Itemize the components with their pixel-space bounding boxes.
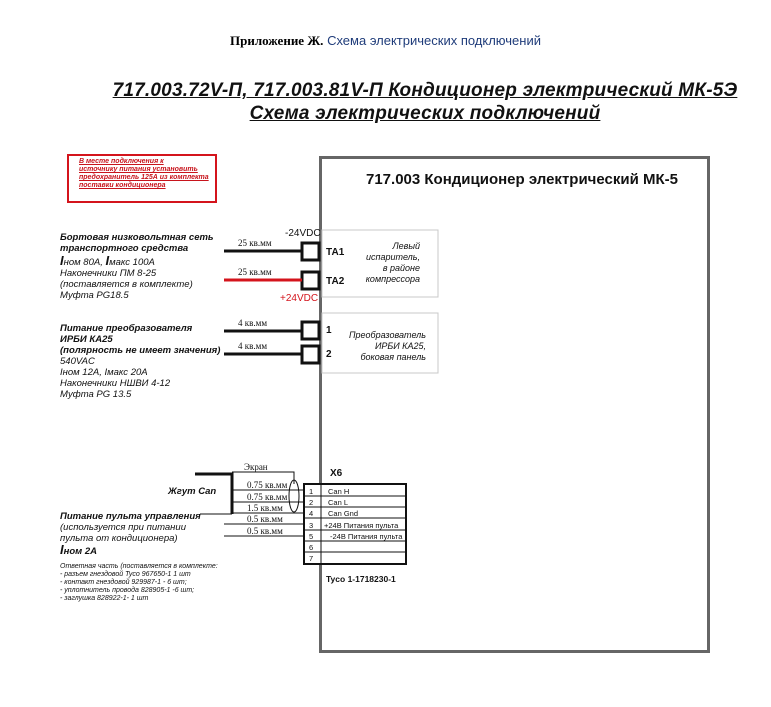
converter-group-box — [321, 312, 439, 374]
unit-frame — [319, 156, 710, 653]
evaporator-group-box — [321, 229, 439, 298]
x6-pin-number: 4 — [309, 509, 314, 518]
wire-ta1-gauge: 25 кв.мм — [238, 238, 272, 248]
converter-title-3: (полярность не имеет значения) — [60, 345, 221, 356]
converter-title-2: ИРБИ КА25 — [60, 334, 113, 345]
mating-parts-list: Ответная часть (поставляется в комплекте… — [60, 563, 218, 602]
converter-current: Iном 12А, Iмакс 20А — [60, 367, 148, 378]
neg-24vdc-label: -24VDC — [285, 228, 321, 239]
x6-pin-label: -24В Питания пульта — [330, 532, 403, 541]
x6-pin-label: Can L — [328, 498, 349, 507]
converter-lugs: Наконечники НШВИ 4-12 — [60, 378, 171, 389]
terminal-conv-2 — [300, 344, 321, 365]
x6-pin-label: Can Gnd — [328, 509, 359, 518]
screen-label: Экран — [244, 462, 268, 472]
x6-pin-number: 6 — [309, 543, 314, 552]
onboard-title-1: Бортовая низковольтная сеть — [60, 232, 214, 243]
appendix-title: Схема электрических подключений — [327, 33, 541, 48]
converter-title-1: Питание преобразователя — [60, 323, 193, 334]
can-harness-label: Жгут Can — [168, 486, 217, 497]
fuse-note-box — [67, 154, 217, 203]
wire-can-l-gauge: 0.75 кв.мм — [247, 492, 288, 502]
diagram-title-line2: Схема электрических подключений — [249, 103, 601, 124]
terminal-ta2 — [300, 270, 321, 291]
pin-conv1-label: 1 — [326, 325, 332, 336]
x6-pin-label: +24В Питания пульта — [324, 521, 399, 530]
x6-pin-number: 5 — [309, 532, 314, 541]
onboard-current: Iном 80А, Iмакс 100А — [60, 253, 155, 268]
x6-pin-number: 3 — [309, 521, 314, 530]
wire-can-h-gauge: 0.75 кв.мм — [247, 480, 288, 490]
converter-gland: Муфта PG 13.5 — [60, 389, 132, 400]
wire-can-gnd-gauge: 1.5 кв.мм — [247, 503, 283, 513]
x6-pin-number: 7 — [309, 554, 314, 563]
onboard-supplied: (поставляется в комплекте) — [60, 279, 193, 290]
connector-name: X6 — [330, 468, 343, 479]
wire-pos-panel-gauge: 0.5 кв.мм — [247, 514, 283, 524]
pos-24vdc-label: +24VDC — [280, 293, 319, 304]
onboard-title-2: транспортного средства — [60, 243, 189, 254]
wire-conv2-gauge: 4 кв.мм — [238, 341, 268, 351]
wire-conv1-gauge: 4 кв.мм — [238, 318, 268, 328]
unit-title: 717.003 Кондиционер электрический МК-5 — [366, 171, 678, 188]
terminal-ta1 — [300, 241, 321, 262]
diagram-title-line1: 717.003.72V-П, 717.003.81V-П Кондиционер… — [112, 80, 738, 101]
pin-ta1-label: ТА1 — [326, 247, 345, 258]
connector-part: Tyco 1-1718230-1 — [326, 574, 396, 584]
appendix-prefix: Приложение Ж. — [230, 33, 324, 48]
appendix-caption: Приложение Ж. Схема электрических подклю… — [0, 33, 771, 49]
pin-ta2-label: ТА2 — [326, 276, 345, 287]
panel-title-2: (используется при питании — [60, 522, 186, 533]
onboard-lugs: Наконечники ПМ 8-25 — [60, 268, 157, 279]
wire-neg-panel-gauge: 0.5 кв.мм — [247, 526, 283, 536]
onboard-gland: Муфта PG18.5 — [60, 290, 129, 301]
panel-title-3: пульта от кондиционера) — [60, 533, 178, 544]
x6-pin-label: Can H — [328, 487, 350, 496]
panel-title-1: Питание пульта управления — [60, 511, 201, 522]
panel-current: Iном 2А — [60, 542, 97, 557]
x6-pin-number: 2 — [309, 498, 314, 507]
pin-conv2-label: 2 — [326, 349, 332, 360]
converter-voltage: 540VAC — [60, 356, 95, 367]
screen-ellipse — [288, 479, 300, 513]
wire-ta2-gauge: 25 кв.мм — [238, 267, 272, 277]
can-harness — [195, 472, 234, 514]
terminal-conv-1 — [300, 320, 321, 341]
x6-pin-number: 1 — [309, 487, 314, 496]
